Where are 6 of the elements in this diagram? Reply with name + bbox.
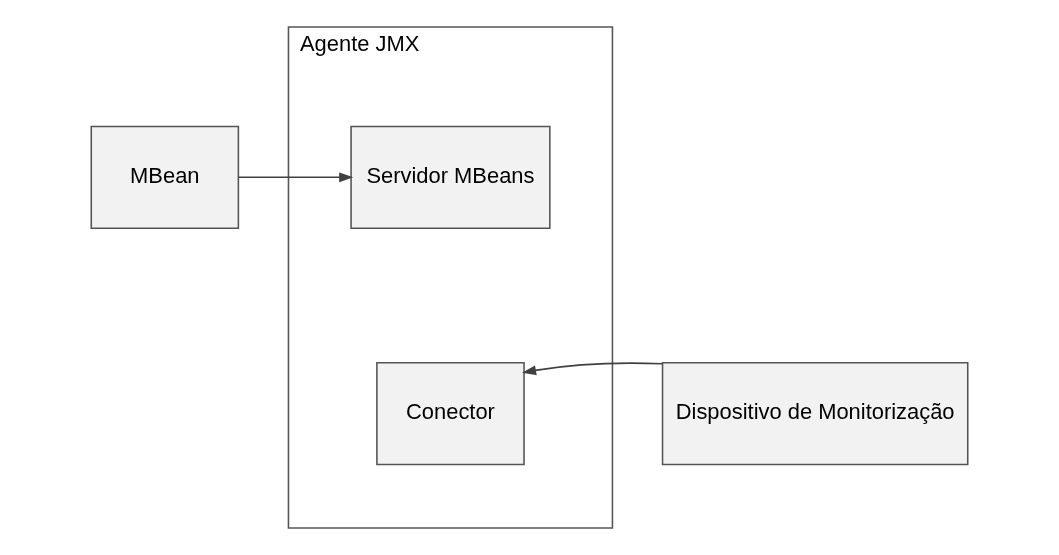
arrow: [237, 172, 354, 183]
arrow: [521, 362, 663, 376]
node-box: Dispositivo de Monitorização: [661, 362, 969, 466]
node-box: Conector: [376, 362, 525, 466]
node-box: Servidor MBeans: [350, 125, 551, 229]
node-box: MBean: [90, 125, 240, 229]
